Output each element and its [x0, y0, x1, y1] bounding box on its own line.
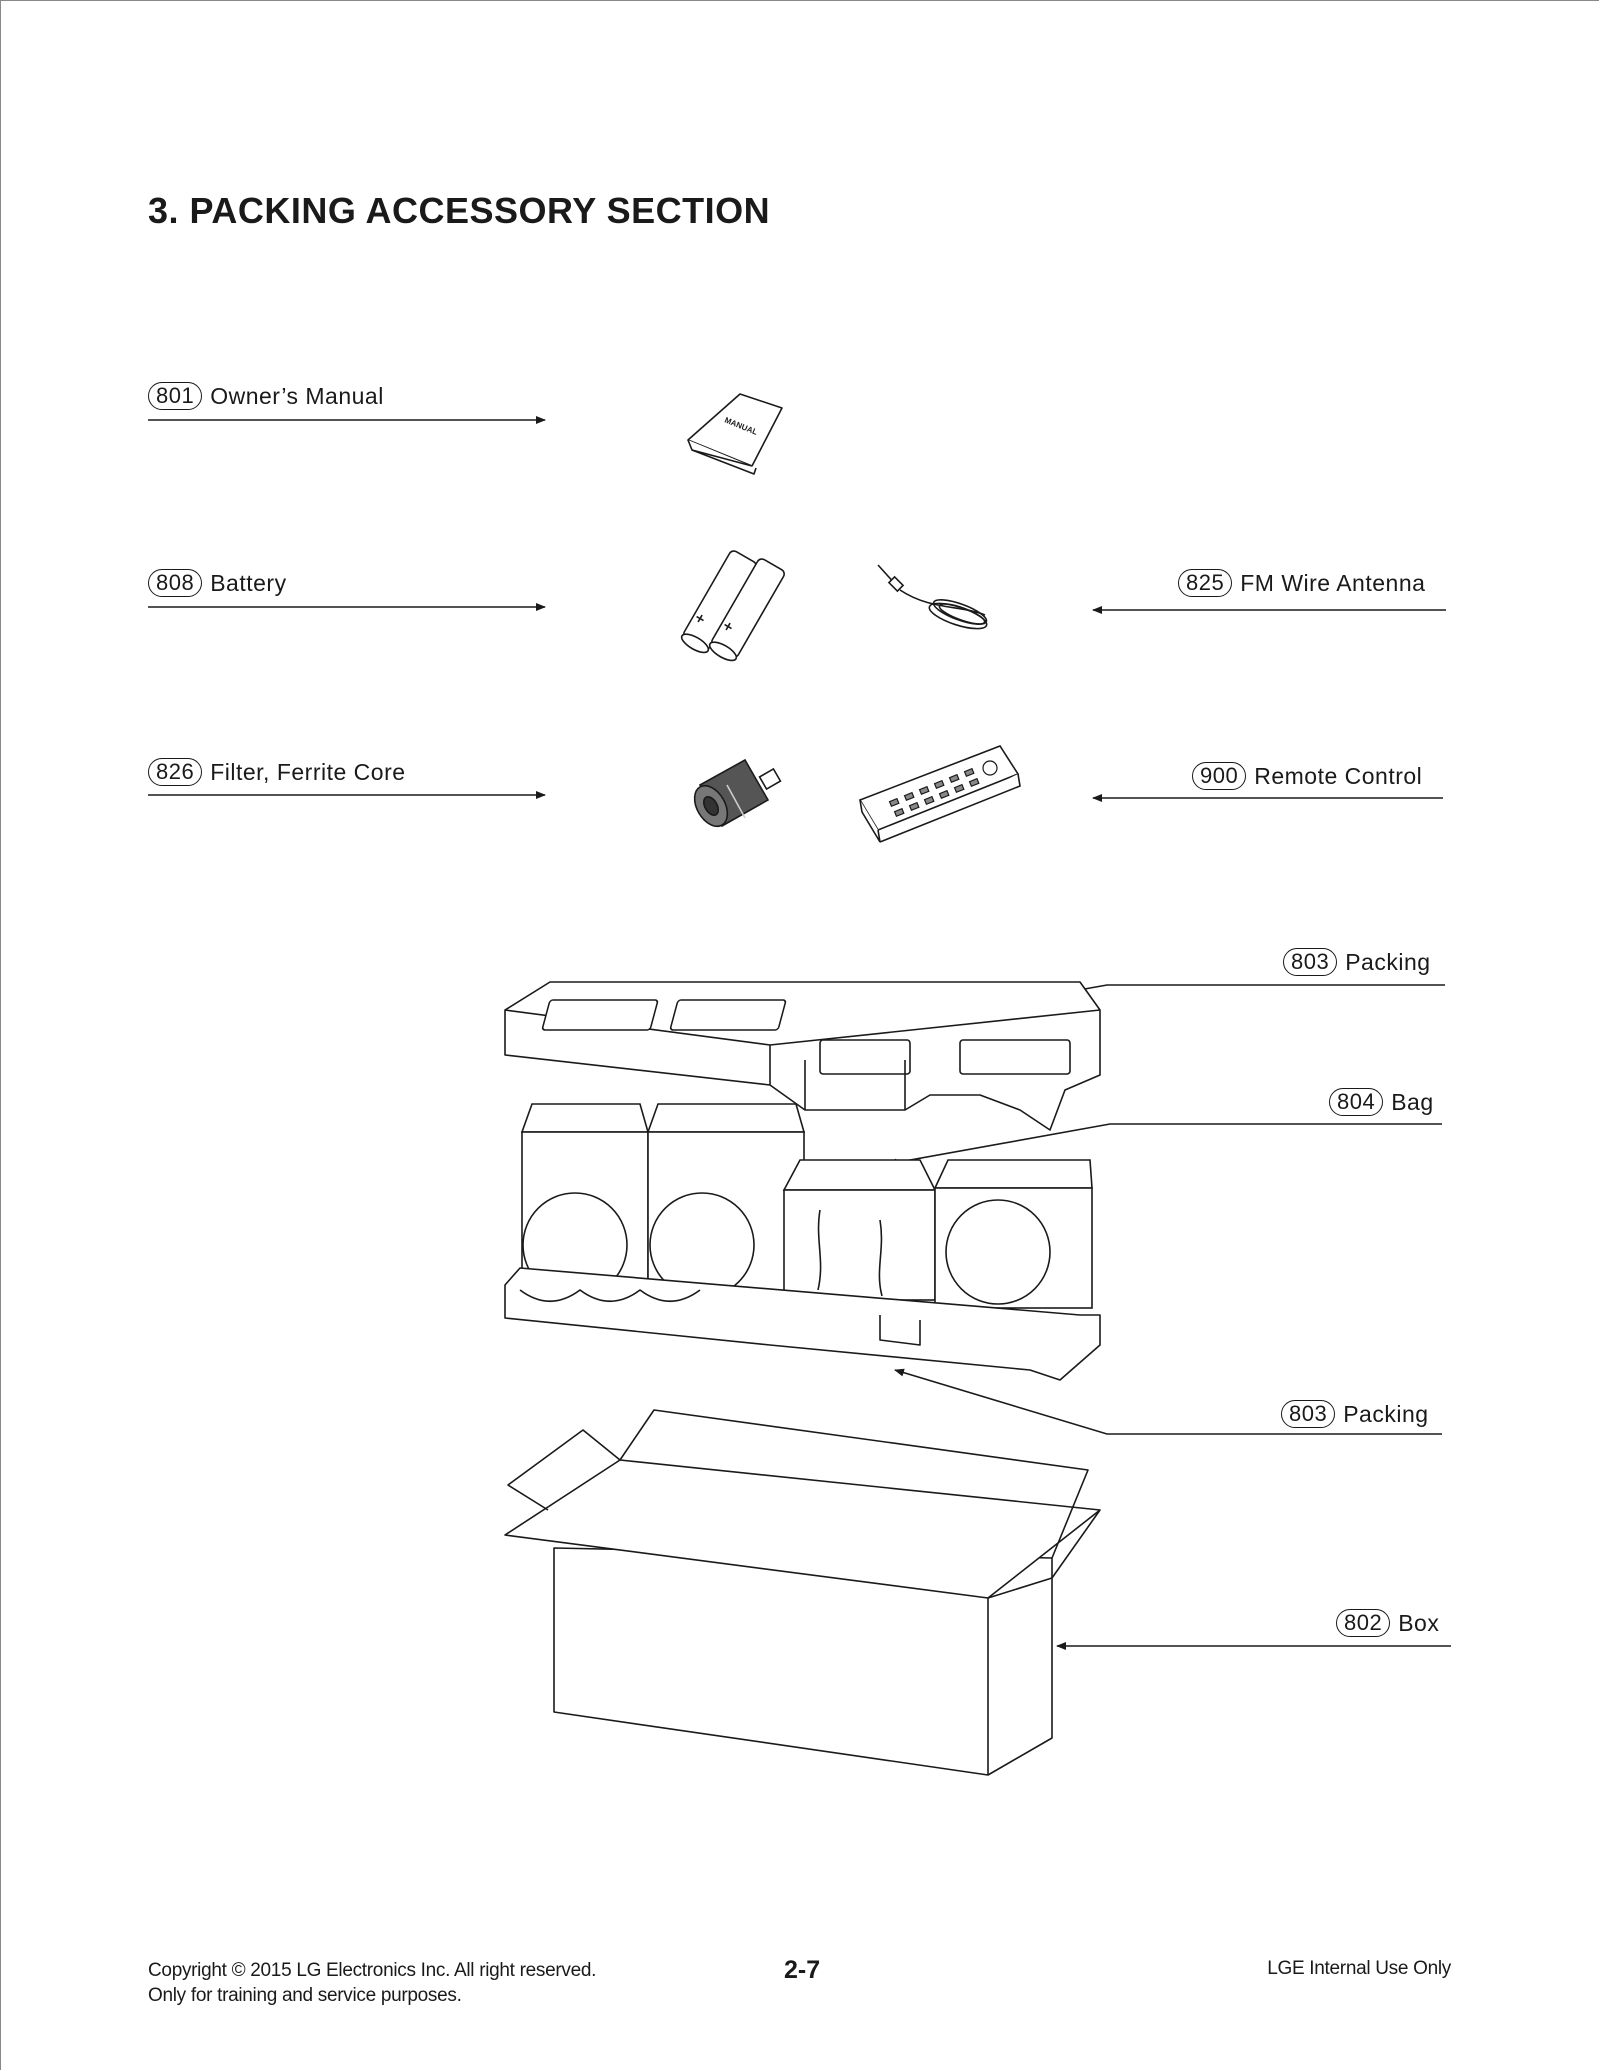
top-packing [504, 981, 1101, 1131]
part-number: 804 [1329, 1088, 1384, 1116]
callout-ferrite-core: 826 Filter, Ferrite Core [148, 758, 406, 786]
callout-owners-manual: 801 Owner’s Manual [148, 382, 384, 410]
part-number: 900 [1192, 762, 1247, 790]
part-number: 825 [1178, 569, 1233, 597]
callout-bag: 804 Bag [1329, 1088, 1434, 1116]
callout-battery: 808 Battery [148, 569, 287, 597]
part-number: 801 [148, 382, 203, 410]
remote-control-icon [858, 745, 1021, 843]
page-number: 2-7 [784, 1956, 821, 1984]
bottom-packing [504, 1267, 1101, 1381]
part-label: Filter, Ferrite Core [210, 758, 406, 785]
manual-icon: MANUAL [687, 393, 783, 475]
part-label: FM Wire Antenna [1240, 569, 1426, 596]
part-label: Bag [1391, 1088, 1434, 1115]
copyright-line-1: Copyright © 2015 LG Electronics Inc. All… [148, 1960, 597, 1981]
part-number: 803 [1283, 948, 1338, 976]
part-label: Battery [210, 569, 287, 596]
callout-packing-bottom: 803 Packing [1281, 1400, 1429, 1428]
battery-icon [680, 550, 785, 662]
footer-copyright: Copyright © 2015 LG Electronics Inc. All… [148, 1958, 596, 2008]
shipping-box [504, 1409, 1101, 1776]
callout-box: 802 Box [1336, 1609, 1439, 1637]
part-number: 802 [1336, 1609, 1391, 1637]
internal-use-note: LGE Internal Use Only [1267, 1958, 1451, 1979]
antenna-icon [877, 564, 988, 630]
leader-line-803-bottom [894, 1368, 1442, 1435]
main-unit-in-bag [782, 1159, 937, 1301]
part-label: Owner’s Manual [210, 382, 384, 409]
copyright-line-2: Only for training and service purposes. [148, 1985, 462, 2006]
callout-remote-control: 900 Remote Control [1192, 762, 1422, 790]
section-title: 3. PACKING ACCESSORY SECTION [148, 190, 771, 231]
part-number: 803 [1281, 1400, 1336, 1428]
speaker-center-left [646, 1103, 806, 1303]
callout-fm-wire-antenna: 825 FM Wire Antenna [1178, 569, 1425, 597]
part-label: Packing [1343, 1400, 1429, 1427]
part-number: 808 [148, 569, 203, 597]
speaker-right [933, 1159, 1093, 1309]
leader-line-804 [887, 1123, 1442, 1167]
ferrite-core-icon [693, 758, 782, 828]
callout-packing-top: 803 Packing [1283, 948, 1431, 976]
part-label: Remote Control [1254, 762, 1423, 789]
part-label: Box [1398, 1609, 1440, 1636]
part-label: Packing [1345, 948, 1431, 975]
part-number: 826 [148, 758, 203, 786]
